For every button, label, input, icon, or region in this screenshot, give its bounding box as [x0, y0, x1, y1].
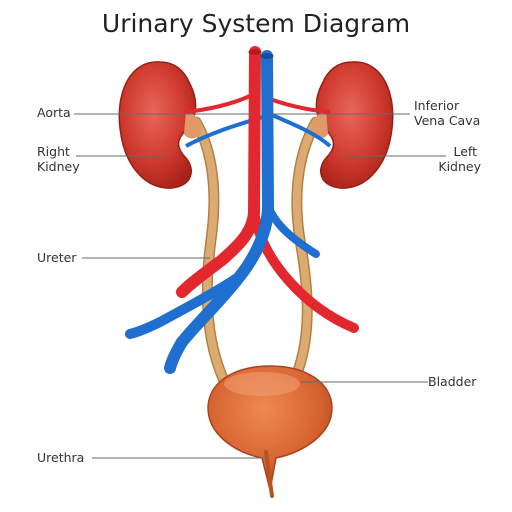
left-kidney-shape — [315, 61, 394, 189]
urethra-label: Urethra — [37, 450, 84, 465]
right-kidney-label-line1: Right — [37, 144, 70, 159]
bladder-label: Bladder — [428, 374, 477, 389]
bladder-highlight — [224, 372, 300, 396]
urethra-tube — [264, 450, 274, 498]
right-renal-artery — [183, 94, 251, 114]
left-kidney — [310, 61, 394, 189]
vena-cava-right-iliac — [125, 271, 245, 339]
right-kidney-shape — [118, 61, 197, 189]
labels: Aorta Right Kidney Ureter Urethra Inferi… — [37, 98, 482, 465]
vena-cava-left-iliac — [264, 202, 320, 258]
right-kidney-label: Right Kidney — [37, 144, 80, 174]
right-kidney — [118, 61, 202, 189]
leader-lines — [74, 113, 446, 459]
diagram-title: Urinary System Diagram — [102, 9, 410, 38]
vena-cava-label: Inferior Vena Cava — [414, 98, 480, 128]
vena-cava-vessel — [125, 50, 320, 374]
vena-cava-trunk — [164, 50, 275, 374]
vena-cava-label-line2: Vena Cava — [414, 113, 480, 128]
left-renal-vein — [269, 112, 332, 148]
right-kidney-pelvis — [184, 110, 202, 139]
left-kidney-label-line1: Left — [453, 144, 477, 159]
left-kidney-label-line2: Kidney — [438, 159, 481, 174]
aorta-top — [248, 49, 262, 55]
right-kidney-label-line2: Kidney — [37, 159, 80, 174]
vena-cava-label-line1: Inferior — [414, 98, 460, 113]
right-ureter-fill — [192, 118, 230, 389]
left-kidney-pelvis — [310, 110, 328, 139]
bladder — [207, 365, 333, 498]
left-kidney-label: Left Kidney — [438, 144, 481, 174]
vena-cava-top — [260, 53, 274, 59]
ureter-label: Ureter — [37, 250, 77, 265]
aorta-label: Aorta — [37, 105, 71, 120]
aorta-trunk — [176, 46, 261, 298]
